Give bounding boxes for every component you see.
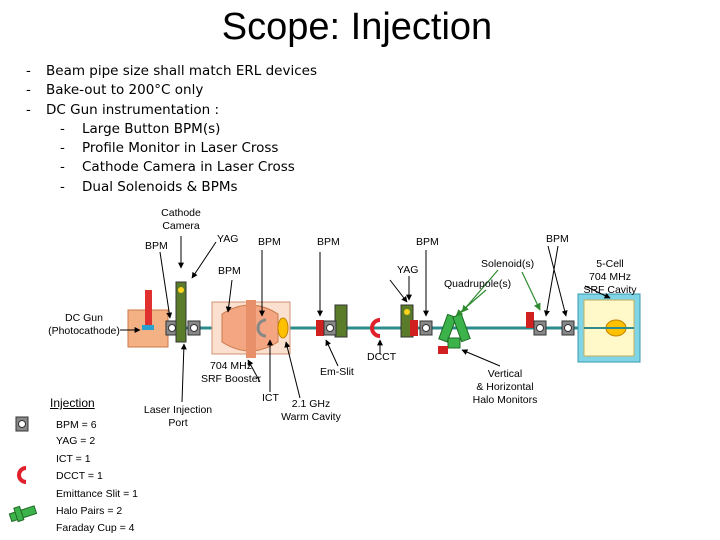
halo-icon xyxy=(8,505,38,523)
arrow xyxy=(191,241,217,279)
arrow xyxy=(180,343,187,403)
dcct-icon xyxy=(370,318,381,338)
label-bpm-6: BPM xyxy=(218,265,241,277)
label-yag-2: YAG xyxy=(397,264,419,276)
sub-bullet-item: -Dual Solenoids & BPMs xyxy=(60,178,238,195)
faraday-cup-icon xyxy=(438,346,448,354)
em-slit-icon xyxy=(316,320,324,336)
cathode-tip xyxy=(142,325,154,330)
bpm-icon xyxy=(561,320,575,336)
bullet-text: Dual Solenoids & BPMs xyxy=(82,178,238,195)
label-text: DC Gun(Photocathode) xyxy=(48,312,120,337)
legend-item: YAG = 2 xyxy=(56,435,96,447)
sub-bullet-item: -Profile Monitor in Laser Cross xyxy=(60,140,279,157)
arrow xyxy=(159,251,173,319)
label-bpm-3: BPM xyxy=(317,236,340,248)
bullet-item: -DC Gun instrumentation : xyxy=(26,101,219,118)
solenoid-icon xyxy=(526,312,534,328)
arrow xyxy=(247,359,261,383)
cathode-rod xyxy=(145,290,152,328)
bullet-text: DC Gun instrumentation : xyxy=(46,101,219,118)
arrow xyxy=(543,245,559,317)
arrow xyxy=(584,285,611,299)
yag-marker xyxy=(404,309,410,315)
label-em-slit: Em-Slit xyxy=(320,366,354,378)
sub-bullet-item: -Cathode Camera in Laser Cross xyxy=(60,159,295,176)
label-dc-gun: DC Gun(Photocathode) xyxy=(48,312,120,338)
sub-bullet-item: -Large Button BPM(s) xyxy=(60,120,221,137)
bullet-text: Cathode Camera in Laser Cross xyxy=(82,159,295,176)
bpm-icon xyxy=(419,320,433,336)
bullet-list: -Beam pipe size shall match ERL devices … xyxy=(26,62,317,197)
bullet-item: -Bake-out to 200°C only xyxy=(26,82,204,99)
legend-title: Injection xyxy=(50,396,95,410)
label-bpm-4: BPM xyxy=(416,236,439,248)
bpm-icon xyxy=(15,416,29,432)
warm-cavity-icon xyxy=(277,317,289,339)
legend-item: DCCT = 1 xyxy=(56,470,103,482)
legend-item: ICT = 1 xyxy=(56,453,91,465)
label-solenoids: Solenoid(s) xyxy=(481,258,535,270)
bullet-text: Large Button BPM(s) xyxy=(82,120,221,137)
arrow xyxy=(547,245,568,317)
solenoid-icon xyxy=(410,320,418,336)
bullet-text: Profile Monitor in Laser Cross xyxy=(82,140,279,157)
label-quadrupoles: Quadrupole(s) xyxy=(444,278,512,290)
arrow xyxy=(521,271,541,311)
arrow xyxy=(455,289,487,317)
arrow xyxy=(284,341,301,399)
label-bpm-5: BPM xyxy=(546,233,569,245)
quadrupole-icon xyxy=(438,313,471,349)
bpm-icon xyxy=(323,320,337,336)
yag-screen xyxy=(175,281,187,343)
slide-title: Scope: Injection xyxy=(221,6,493,48)
legend-item: Faraday Cup = 4 xyxy=(56,522,135,534)
label-yag-1: YAG xyxy=(217,233,239,245)
dcct-icon xyxy=(17,466,27,484)
legend-item: BPM = 6 xyxy=(56,419,97,431)
bullet-item: -Beam pipe size shall match ERL devices xyxy=(26,63,317,79)
bpm-icon xyxy=(533,320,547,336)
legend-item: Emittance Slit = 1 xyxy=(56,488,138,500)
label-bpm-2: BPM xyxy=(258,236,281,248)
arrow xyxy=(461,349,501,367)
label-ict: ICT xyxy=(262,392,279,404)
legend-item: Halo Pairs = 2 xyxy=(56,505,123,517)
arrow xyxy=(225,279,233,313)
booster-cell xyxy=(246,300,256,358)
arrow xyxy=(325,339,339,367)
ict-icon xyxy=(256,318,267,338)
label-dcct: DCCT xyxy=(367,351,397,363)
bullet-text: Bake-out to 200°C only xyxy=(46,82,204,99)
label-bpm-1: BPM xyxy=(145,240,168,252)
bpm-icon xyxy=(187,320,201,336)
slit-holder xyxy=(334,304,348,338)
yag-marker xyxy=(178,287,184,293)
bpm-icon xyxy=(165,320,179,336)
bullet-text: Beam pipe size shall match ERL devices xyxy=(46,63,317,79)
arrow xyxy=(389,279,408,303)
